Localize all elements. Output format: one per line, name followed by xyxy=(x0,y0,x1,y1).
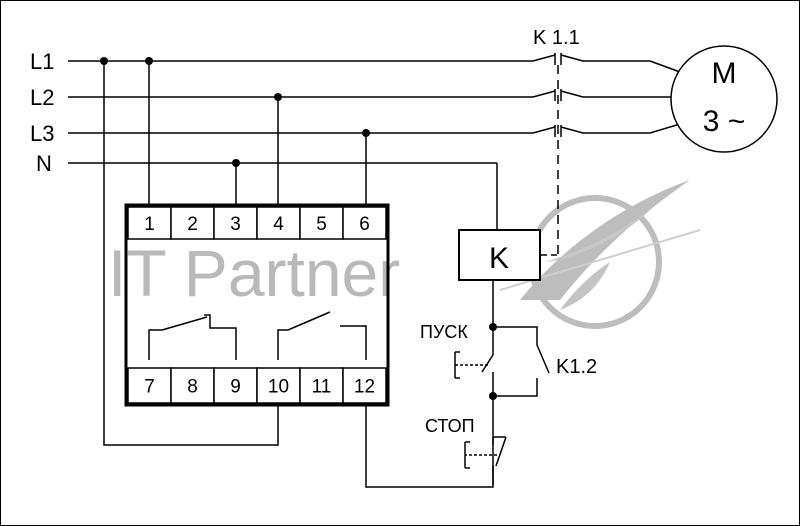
start-button-label: ПУСК xyxy=(420,322,468,342)
relay-internal-contacts xyxy=(148,311,367,360)
terminal-9: 9 xyxy=(213,367,258,404)
motor-circle xyxy=(670,45,778,153)
terminal-label: 6 xyxy=(359,214,370,235)
aux-contact-label: K1.2 xyxy=(556,356,597,378)
terminal-12: 12 xyxy=(342,367,387,404)
watermark: IT Partner xyxy=(108,180,701,329)
terminal-label: 11 xyxy=(312,377,332,398)
terminal-box xyxy=(170,206,215,240)
terminal-1: 1 xyxy=(127,206,172,240)
terminal-box xyxy=(256,206,301,240)
terminal-10: 10 xyxy=(256,367,301,404)
terminal-2: 2 xyxy=(170,206,215,240)
label-n: N xyxy=(36,151,52,176)
terminal-label: 2 xyxy=(187,214,198,235)
watermark-text: IT Partner xyxy=(108,236,400,310)
terminal-box xyxy=(127,206,172,240)
terminal-4: 4 xyxy=(256,206,301,240)
terminal-box xyxy=(170,367,215,404)
main-contacts-label: K 1.1 xyxy=(533,27,580,49)
motor-label: M xyxy=(712,57,737,90)
terminal-6: 6 xyxy=(342,206,387,240)
terminal-7: 7 xyxy=(127,367,172,404)
terminal-label: 7 xyxy=(144,377,155,398)
terminal-label: 9 xyxy=(230,377,241,398)
terminal-box xyxy=(342,367,387,404)
wire-l1-to-terminal-10 xyxy=(103,61,279,446)
terminal-box xyxy=(342,206,387,240)
terminal-label: 3 xyxy=(230,214,241,235)
relay-housing xyxy=(124,203,390,407)
terminal-label: 12 xyxy=(354,377,375,398)
top-terminal-row: 1 2 3 4 5 6 xyxy=(127,206,387,240)
aux-contact xyxy=(536,344,550,374)
start-contact xyxy=(481,354,494,373)
main-contacts xyxy=(532,53,681,256)
label-l2: L2 xyxy=(30,85,54,110)
stop-button-label: СТОП xyxy=(425,416,475,436)
terminal-label: 8 xyxy=(187,377,198,398)
control-circuit xyxy=(365,280,550,488)
coil-label: K xyxy=(489,242,509,275)
label-l1: L1 xyxy=(30,49,54,74)
contactor-coil: K xyxy=(458,229,541,281)
terminal-box xyxy=(127,367,172,404)
terminal-label: 4 xyxy=(273,214,284,235)
terminal-8: 8 xyxy=(170,367,215,404)
terminal-11: 11 xyxy=(299,367,344,404)
terminal-5: 5 xyxy=(299,206,344,240)
terminal-label: 10 xyxy=(268,377,289,398)
motor: M 3 ~ xyxy=(670,45,778,153)
motor-phase-label: 3 ~ xyxy=(703,105,746,138)
terminal-3: 3 xyxy=(213,206,258,240)
bottom-terminal-row: 7 8 9 10 11 12 xyxy=(127,367,387,404)
terminal-label: 5 xyxy=(316,214,327,235)
terminal-label: 1 xyxy=(144,214,155,235)
stop-contact xyxy=(495,436,507,467)
power-lines xyxy=(68,60,533,446)
terminal-box xyxy=(299,206,344,240)
label-l3: L3 xyxy=(30,121,54,146)
